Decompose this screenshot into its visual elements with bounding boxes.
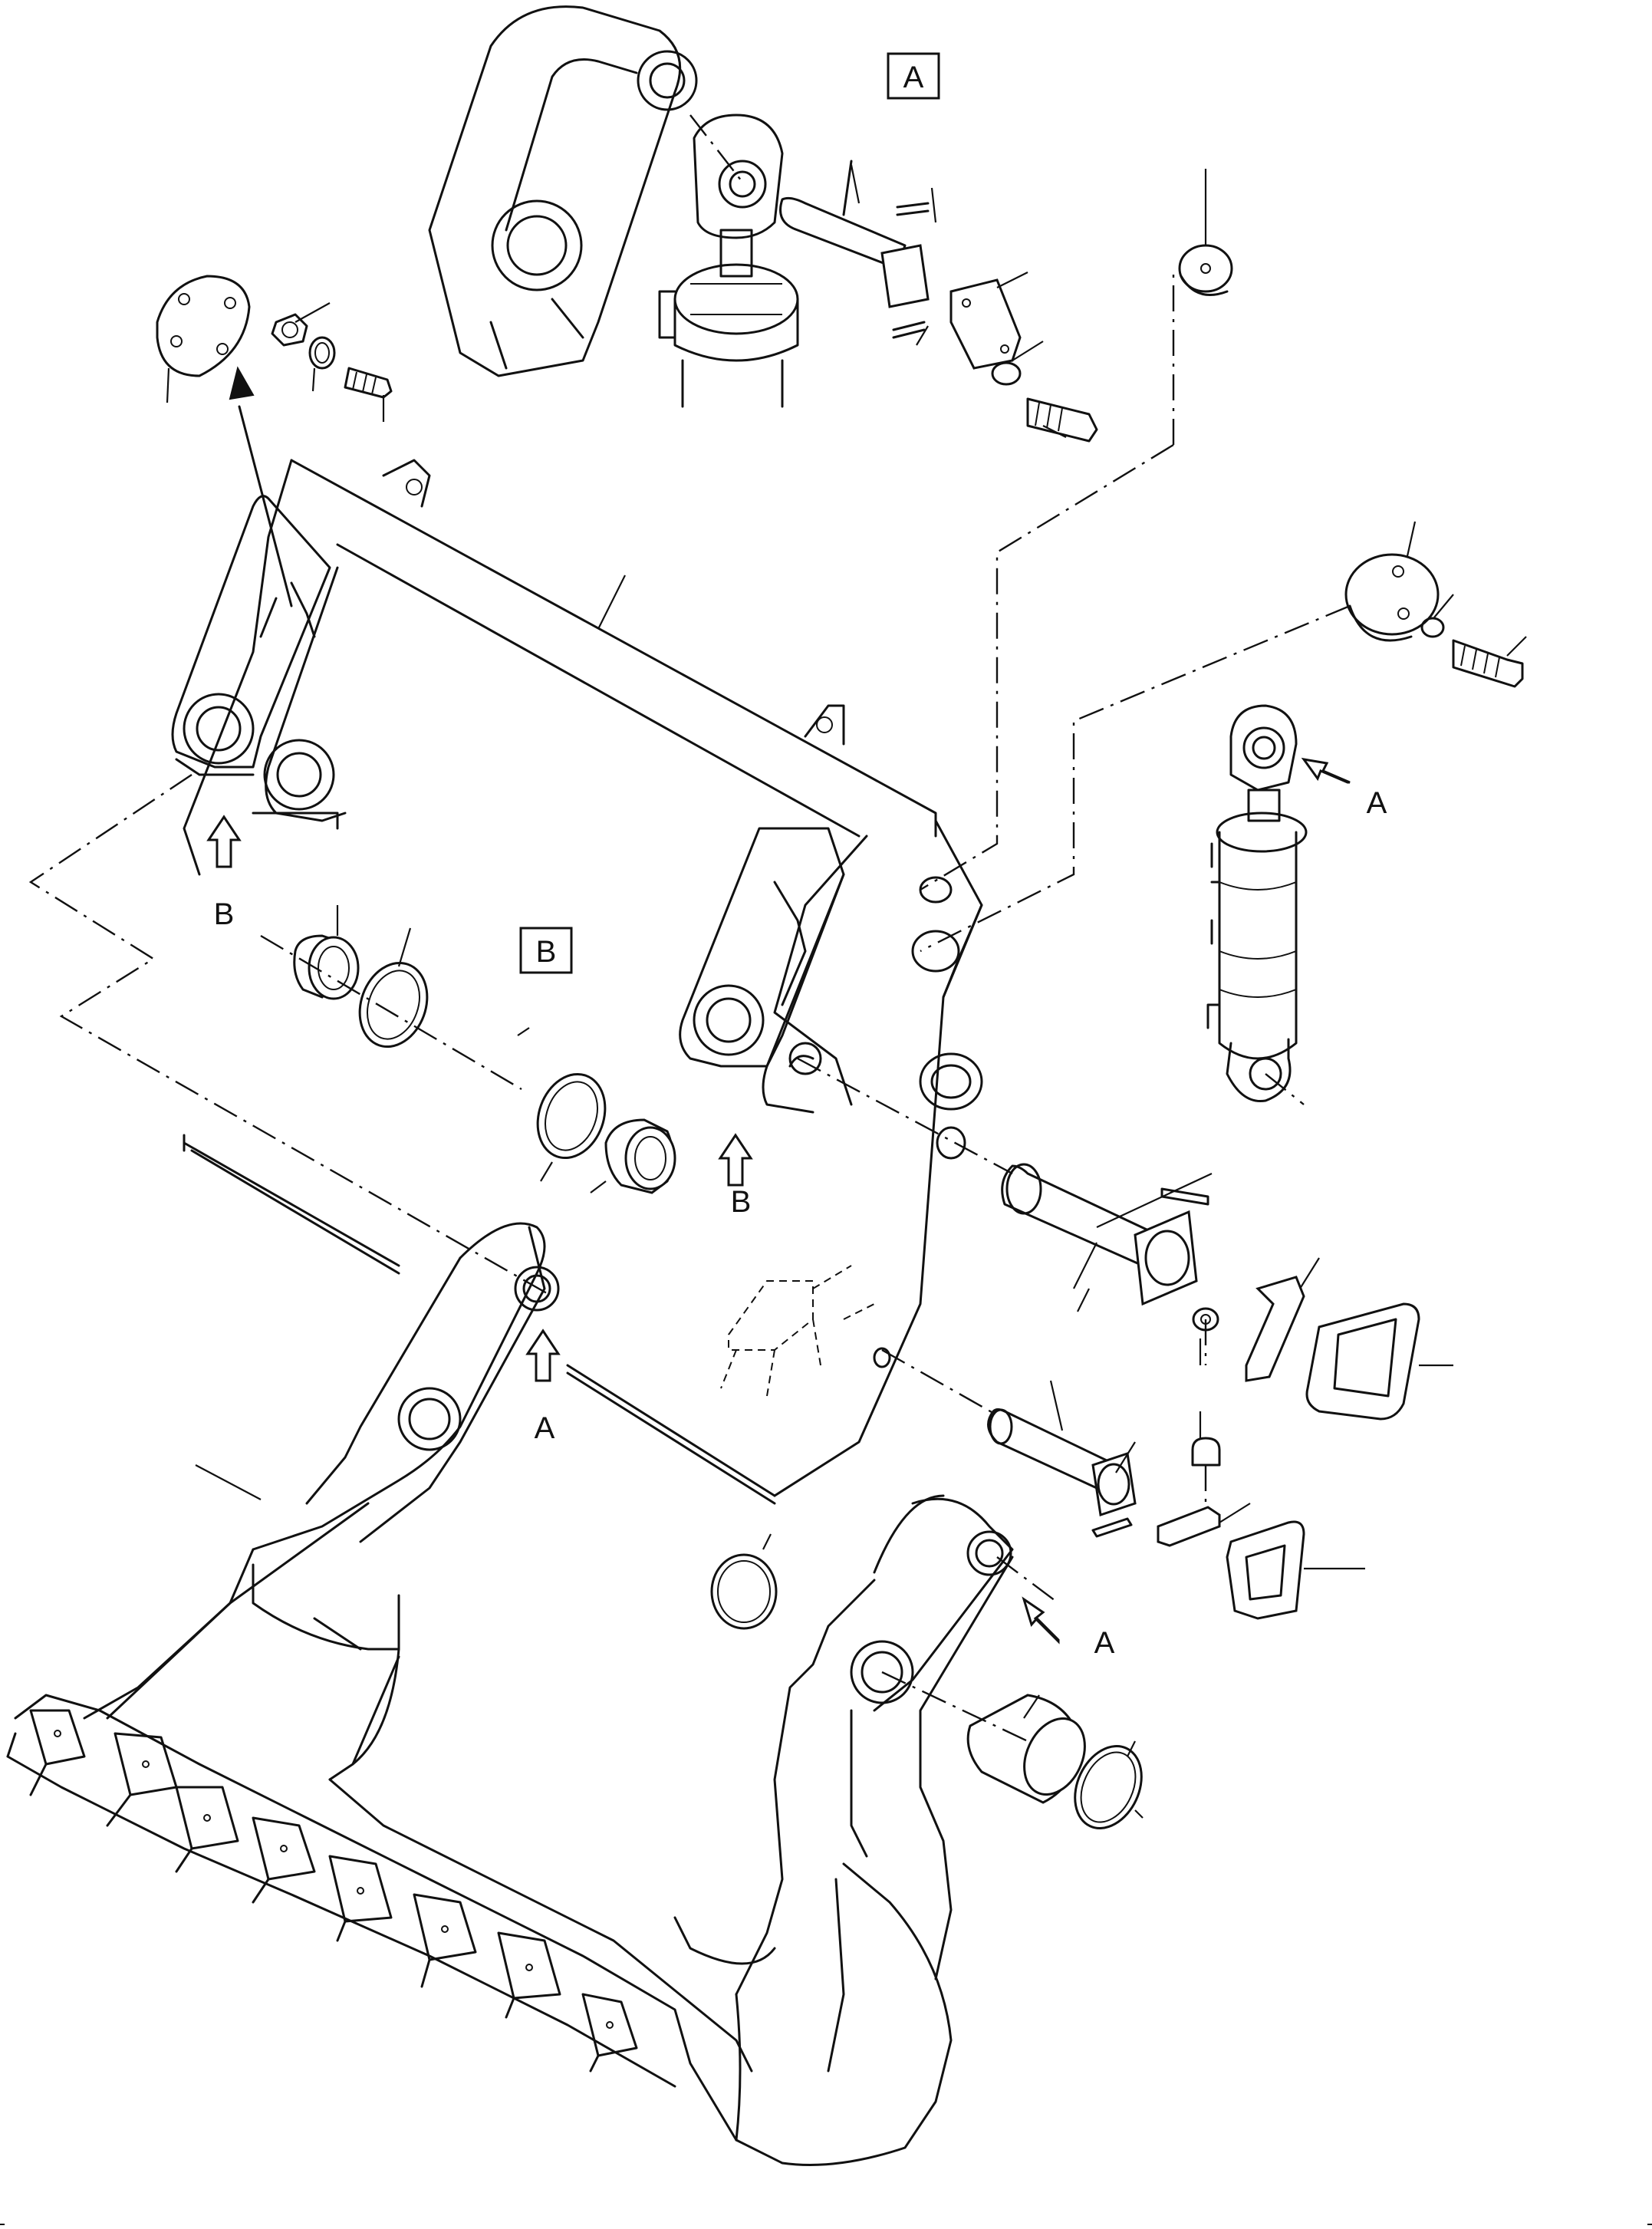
hydraulic-cylinder-top — [658, 114, 799, 408]
arrow-label-a-lower: A — [1094, 1626, 1115, 1660]
large-pin-right — [1001, 1163, 1209, 1306]
boom-arm-top — [428, 5, 698, 377]
callout-box-a: A — [887, 52, 940, 100]
callout-box-b-label: B — [536, 935, 557, 969]
cover-disc-right — [1344, 553, 1524, 688]
o-rings-lower — [710, 1553, 1143, 1829]
bushing-left — [293, 934, 429, 1049]
arrow-label-a-bucket: A — [535, 1411, 555, 1445]
center-lines — [28, 114, 1351, 1743]
main-boom-frame — [171, 459, 983, 1505]
lock-plate-top — [949, 278, 1098, 443]
hydraulic-cylinder-right — [1206, 704, 1308, 1103]
callout-box-a-label: A — [903, 61, 924, 94]
leader-lines — [166, 164, 1527, 1819]
bucket — [6, 1222, 1014, 2166]
small-pin-right — [987, 1408, 1137, 1538]
callout-box-b: B — [519, 927, 573, 974]
cover-disc-top-left — [156, 275, 393, 399]
cover-disc-top-right — [1178, 244, 1233, 296]
arrows — [206, 366, 1351, 1645]
lock-plates-right — [1157, 1276, 1420, 1620]
arrow-label-b-center: B — [731, 1185, 752, 1219]
pin-top — [779, 160, 930, 339]
arrow-label-b-left: B — [214, 897, 235, 931]
bushing-right — [536, 1072, 676, 1194]
arrow-label-a-cylinder: A — [1367, 786, 1387, 820]
